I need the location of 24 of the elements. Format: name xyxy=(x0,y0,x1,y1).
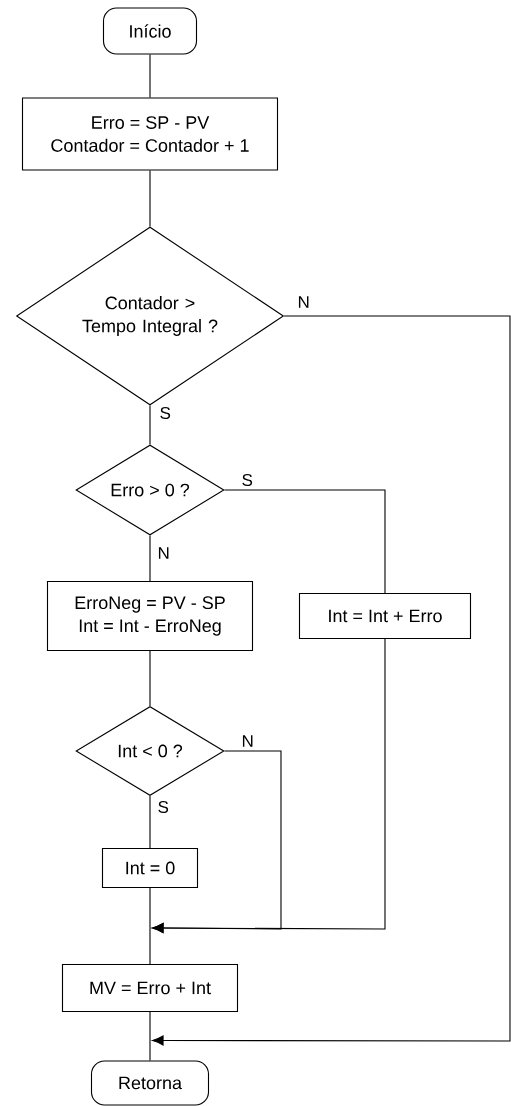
edge-label: S xyxy=(156,800,170,814)
connector-line xyxy=(149,54,151,98)
edge-label: N xyxy=(240,734,255,748)
connector-line xyxy=(149,535,151,582)
arrow xyxy=(152,638,386,934)
process-box: ErroNeg = PV - SP Int = Int - ErroNeg xyxy=(46,580,254,652)
edge-label: N xyxy=(156,546,171,560)
terminal-box: Início xyxy=(102,7,198,55)
process-box: Int = 0 xyxy=(101,847,199,889)
edge-label: S xyxy=(158,406,172,421)
process-box: Erro = SP - PV Contador = Contador + 1 xyxy=(21,97,279,171)
process-box: Int = Int + Erro xyxy=(298,592,472,640)
edge-label: S xyxy=(240,473,254,488)
edge-label: N xyxy=(296,295,311,309)
terminal-box: Retorna xyxy=(90,1060,210,1106)
connector-line xyxy=(224,489,386,594)
arrow xyxy=(152,315,511,1046)
connector-line xyxy=(149,170,151,227)
connector-line xyxy=(149,795,151,849)
connector-line xyxy=(149,405,151,445)
connector-line xyxy=(149,887,151,965)
connector-line xyxy=(149,1011,151,1061)
connector-line xyxy=(149,650,151,707)
process-box: MV = Erro + Int xyxy=(61,963,239,1013)
